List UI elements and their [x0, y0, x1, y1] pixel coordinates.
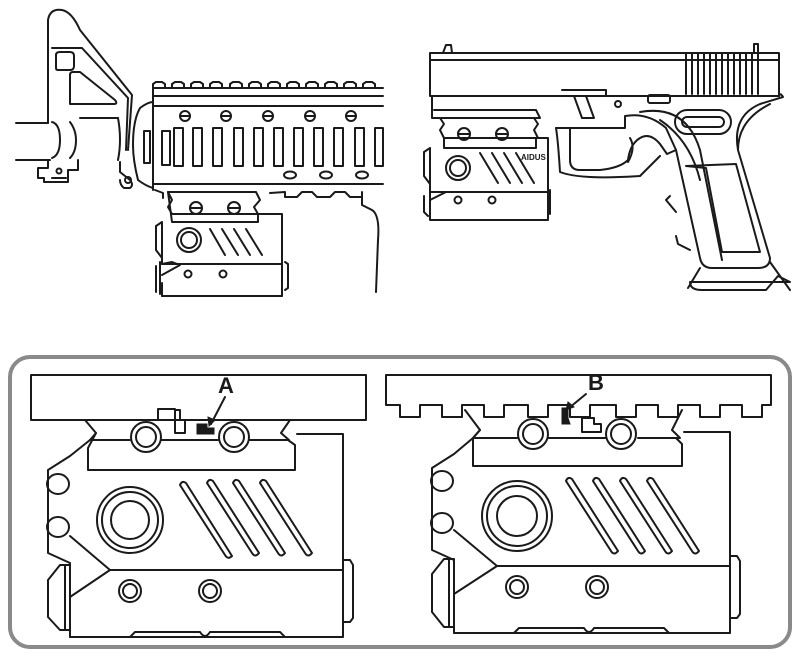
label-b: B	[588, 370, 604, 395]
pistol-laser-sight: AIDUS	[423, 117, 551, 221]
pistol-illustration: AIDUS	[423, 43, 791, 291]
detail-b: B	[385, 370, 772, 634]
rifle-side-rail	[143, 127, 384, 167]
brand-label: AIDUS	[521, 153, 547, 162]
rifle-illustration	[15, 8, 384, 297]
rifle-top-rail	[152, 81, 376, 89]
pistol-slide-serrations	[685, 52, 759, 95]
label-a: A	[218, 373, 234, 398]
lug-a-marker	[196, 423, 215, 435]
detail-a: A	[30, 373, 367, 638]
rifle-laser-sight	[155, 191, 289, 297]
rifle-handguard-screws	[179, 110, 357, 122]
detail-panel: A	[8, 355, 792, 649]
